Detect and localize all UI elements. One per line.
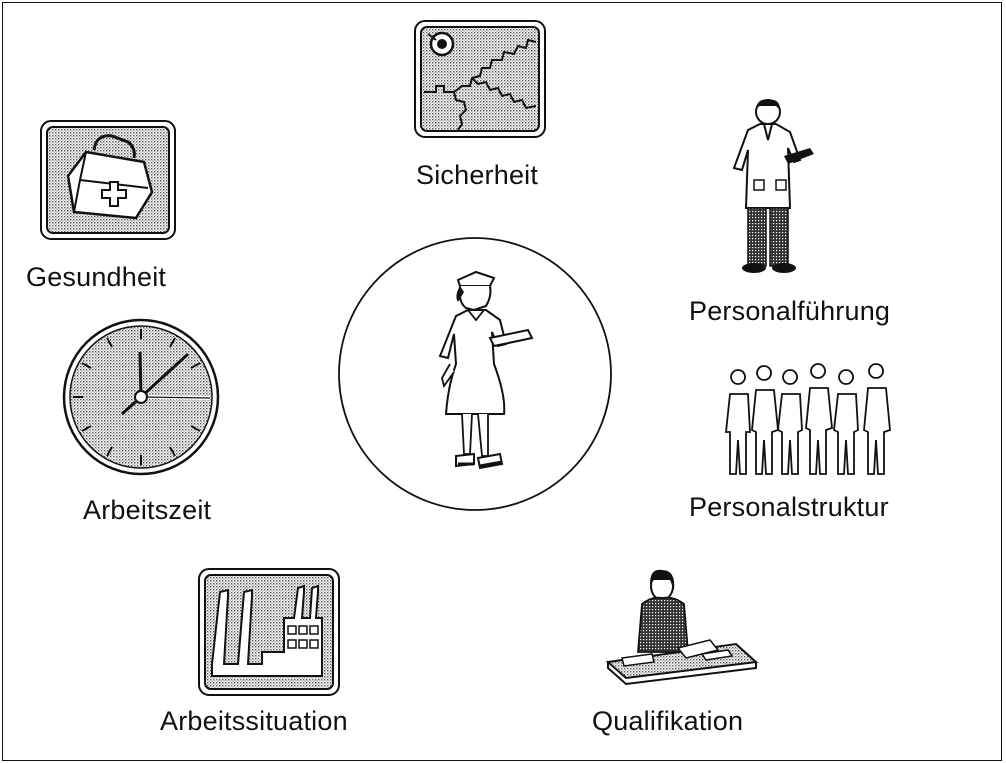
- topic-label-sicherheit: Sicherheit: [416, 160, 539, 190]
- gears-tile-icon: [414, 20, 546, 138]
- factory-tile-icon: [198, 568, 340, 696]
- medical-bag-tile-icon: [40, 120, 176, 240]
- topic-label-personalstruktur: Personalstruktur: [689, 492, 889, 522]
- topic-label-qualifikation: Qualifikation: [592, 706, 744, 736]
- doctor-figure-icon: [724, 96, 820, 276]
- clock-icon: [62, 318, 220, 476]
- topic-label-arbeitszeit: Arbeitszeit: [83, 495, 212, 525]
- topic-label-gesundheit: Gesundheit: [26, 262, 167, 292]
- topic-label-arbeitssituation: Arbeitssituation: [160, 706, 348, 736]
- topic-label-personalfuehrung: Personalführung: [689, 296, 891, 326]
- nurse-figure: [420, 268, 540, 486]
- people-group-icon: [724, 363, 904, 480]
- person-at-desk-icon: [605, 566, 759, 686]
